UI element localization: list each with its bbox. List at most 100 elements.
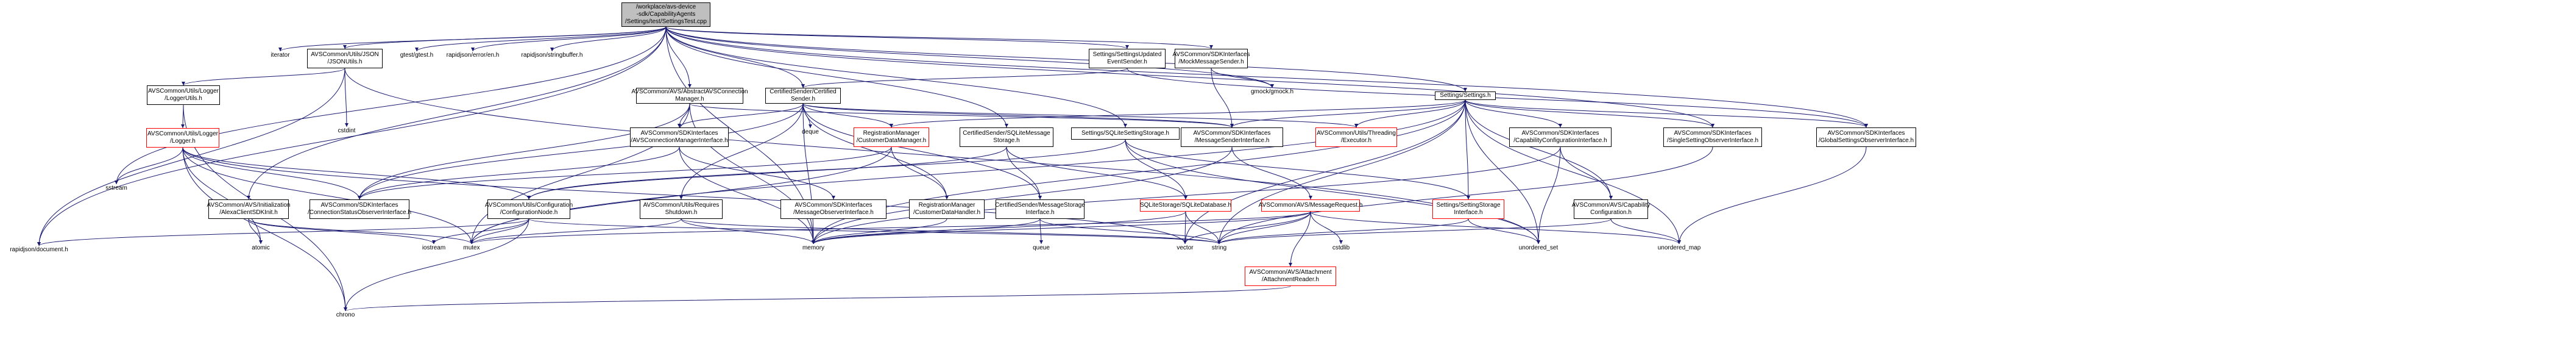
node-sqlitedb[interactable]: SQLiteStorage/SQLiteDatabase.h — [1140, 199, 1231, 212]
edge-reqshut-to-mutex — [470, 218, 682, 245]
edge-avsconn-to-connstatus — [358, 103, 690, 200]
edge-sqliteset-to-setstorage — [1125, 139, 1470, 200]
edge-custhandler-to-memory — [812, 218, 947, 245]
edge-config-to-mutex — [470, 218, 529, 245]
edge-cert-to-custhandler — [802, 103, 949, 200]
edge-msgreq-to-string — [1217, 211, 1311, 245]
node-custhandler[interactable]: RegistrationManager /CustomerDataHandler… — [909, 199, 985, 219]
edge-sqliteset-to-unset — [1125, 139, 1540, 245]
edge-sqliteset-to-sqlitedb — [1125, 139, 1187, 200]
node-root[interactable]: /workplace/avs-device -sdk/CapabilityAge… — [621, 2, 710, 27]
node-sqliteset[interactable]: Settings/SQLiteSettingStorage.h — [1071, 127, 1180, 140]
edge-settings-to-singleobs — [1465, 99, 1714, 128]
edge-cert-to-msstorage — [802, 103, 1042, 200]
edge-regmgr-to-connstatus — [358, 146, 892, 200]
edge-avsconnmgr-to-memory — [679, 146, 815, 245]
node-mockms[interactable]: AVSCommon/SDKInterfaces /MockMessageSend… — [1172, 49, 1250, 68]
node-capcfg[interactable]: AVSCommon/SDKInterfaces /CapabilityConfi… — [1509, 127, 1612, 147]
edge-logger-to-vector — [182, 147, 1187, 245]
node-config[interactable]: AVSCommon/Utils/Configuration /Configura… — [485, 199, 573, 219]
node-capconf[interactable]: AVSCommon/AVS/Capability Configuration.h — [1572, 199, 1650, 219]
edge-msgreq-to-attreader — [1289, 211, 1311, 267]
node-settings[interactable]: Settings/Settings.h — [1435, 91, 1496, 100]
node-regmgr[interactable]: RegistrationManager /CustomerDataManager… — [854, 127, 929, 147]
node-avsconnmgr[interactable]: AVSCommon/SDKInterfaces /AVSConnectionMa… — [630, 127, 729, 147]
edge-init-to-atomic — [248, 218, 263, 245]
edge-mockms-to-gmock — [1211, 68, 1274, 88]
edge-logger-to-connstatus — [182, 147, 361, 200]
edge-cert-to-regmgr — [802, 103, 893, 128]
node-updated[interactable]: Settings/SettingsUpdated EventSender.h — [1089, 49, 1166, 68]
edge-jsonutils-to-cstdint — [344, 68, 349, 127]
node-executor[interactable]: AVSCommon/Utils/Threading /Executor.h — [1315, 127, 1397, 147]
edge-root-to-globalobs — [665, 26, 1868, 128]
node-msgobs[interactable]: AVSCommon/SDKInterfaces /MessageObserver… — [780, 199, 886, 219]
edge-cert-to-msgsender — [802, 103, 1234, 128]
node-unset: unordered_set — [1518, 245, 1559, 251]
edge-singleobs-to-string — [1217, 146, 1713, 245]
edge-config-to-iostream — [432, 218, 529, 245]
node-attreader[interactable]: AVSCommon/AVS/Attachment /AttachmentRead… — [1245, 267, 1336, 286]
edge-sqlitedb-to-memory — [812, 211, 1186, 245]
node-msgsender[interactable]: AVSCommon/SDKInterfaces /MessageSenderIn… — [1181, 127, 1283, 147]
edge-settings-to-globalobs — [1465, 99, 1868, 128]
node-memory: memory — [802, 245, 825, 251]
edge-regmgr-to-custhandler — [891, 146, 949, 200]
node-jsonutils[interactable]: AVSCommon/Utils/JSON /JSONUtils.h — [307, 49, 383, 68]
node-logger[interactable]: AVSCommon/Utils/Logger /Logger.h — [146, 128, 219, 148]
node-iostream: iostream — [422, 245, 446, 251]
edge-root-to-gtest — [415, 26, 667, 52]
edge-sqlitems-to-msstorage — [1006, 146, 1042, 200]
node-msstorage[interactable]: CertifiedSender/MessageStorage Interface… — [995, 199, 1085, 219]
node-iterator: iterator — [271, 52, 290, 59]
edge-settings-to-string — [1217, 99, 1466, 245]
edge-root-to-rj_sb — [550, 26, 667, 52]
node-vector: vector — [1177, 245, 1194, 251]
node-msgreq[interactable]: AVSCommon/AVS/MessageRequest.h — [1259, 199, 1362, 212]
node-singleobs[interactable]: AVSCommon/SDKInterfaces /SingleSettingOb… — [1663, 127, 1762, 147]
edge-settings-to-vector — [1183, 99, 1466, 245]
node-sqlitems[interactable]: CertifiedSender/SQLiteMessage Storage.h — [960, 127, 1053, 147]
edge-avsconn-to-msgsender — [689, 103, 1234, 128]
node-loggerutils[interactable]: AVSCommon/Utils/Logger /LoggerUtils.h — [147, 85, 220, 105]
node-atomic: atomic — [252, 245, 270, 251]
node-deque: deque — [802, 129, 819, 135]
edge-root-to-rj_doc — [37, 26, 667, 246]
edge-root-to-sstream — [115, 26, 667, 185]
node-cert[interactable]: CertifiedSender/Certified Sender.h — [765, 88, 841, 104]
node-rj_error: rapidjson/error/en.h — [446, 52, 500, 59]
edge-msgreq-to-cstdlib — [1310, 211, 1343, 245]
edge-cert-to-avsconnmgr — [678, 103, 804, 128]
edge-capconf-to-unmap — [1610, 218, 1681, 245]
node-globalobs[interactable]: AVSCommon/SDKInterfaces /GlobalSettingsO… — [1816, 127, 1916, 147]
node-reqshut[interactable]: AVSCommon/Utils/Requires Shutdown.h — [640, 199, 723, 219]
node-sstream: sstream — [105, 185, 127, 191]
edge-logger-to-mutex — [182, 147, 473, 245]
node-rj_doc: rapidjson/document.h — [10, 246, 68, 253]
node-init[interactable]: AVSCommon/AVS/Initialization /AlexaClien… — [207, 199, 290, 219]
edge-root-to-sqliteset — [665, 26, 1127, 128]
edge-capcfg-to-unset — [1537, 146, 1561, 245]
edge-sqlitems-to-config — [527, 146, 1007, 200]
edge-updated-to-globalobs — [1127, 68, 1868, 128]
node-gtest: gtest/gtest.h — [400, 52, 434, 59]
edge-root-to-updated — [665, 26, 1129, 49]
edge-logger-to-chrono — [182, 147, 347, 312]
edge-root-to-rj_error — [471, 26, 667, 52]
edge-msgreq-to-mutex — [470, 211, 1311, 245]
node-avsconn[interactable]: AVSCommon/AVS/AbstractAVSConnection Mana… — [631, 88, 748, 104]
edge-setstorage-to-unset — [1468, 218, 1540, 245]
edge-attreader-to-chrono — [344, 285, 1291, 312]
node-connstatus[interactable]: AVSCommon/SDKInterfaces /ConnectionStatu… — [308, 199, 411, 219]
edge-cert-to-executor — [802, 103, 1358, 128]
edge-logger-to-sstream — [115, 147, 183, 185]
edge-init-to-iostream — [248, 218, 436, 245]
node-cstdint: cstdint — [338, 127, 356, 134]
edge-msgreq-to-vector — [1183, 211, 1311, 245]
node-queue: queue — [1033, 245, 1050, 251]
node-setstorage[interactable]: Settings/SettingStorage Interface.h — [1432, 199, 1504, 219]
node-rj_sb: rapidjson/stringbuffer.h — [521, 52, 583, 59]
edge-avsconnmgr-to-connstatus — [358, 146, 680, 200]
edge-logger-to-config — [182, 147, 531, 200]
